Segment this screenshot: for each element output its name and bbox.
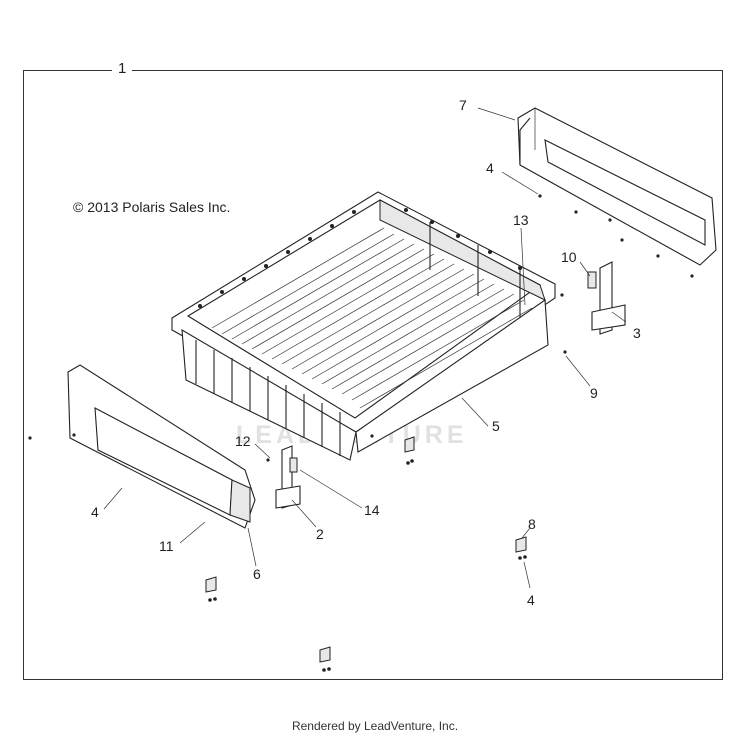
front-panel <box>67 364 256 529</box>
bracket-left <box>275 445 301 509</box>
callout-12: 12 <box>235 433 251 449</box>
footer-credit: Rendered by LeadVenture, Inc. <box>291 719 459 733</box>
callout-7: 7 <box>459 97 467 113</box>
bracket-right <box>587 261 626 335</box>
callout-6: 6 <box>253 566 261 582</box>
cargo-box <box>171 191 556 461</box>
callout-5: 5 <box>492 418 500 434</box>
callout-9: 9 <box>590 385 598 401</box>
callout-4b: 4 <box>91 504 99 520</box>
callout-11: 11 <box>159 538 174 554</box>
copyright-text: © 2013 Polaris Sales Inc. <box>73 199 231 215</box>
callout-4: 4 <box>486 160 494 176</box>
callout-3: 3 <box>633 325 641 341</box>
callout-10: 10 <box>561 249 577 265</box>
diagram-frame <box>23 70 723 680</box>
callout-8: 8 <box>528 516 536 532</box>
callout-4c: 4 <box>527 592 535 608</box>
callout-2: 2 <box>316 526 324 542</box>
hardware-clips <box>28 194 694 672</box>
rear-panel <box>517 107 717 266</box>
leader-lines <box>103 107 627 589</box>
assembly-number: 1 <box>112 60 133 78</box>
callout-14: 14 <box>364 502 380 518</box>
callout-13: 13 <box>513 212 529 228</box>
